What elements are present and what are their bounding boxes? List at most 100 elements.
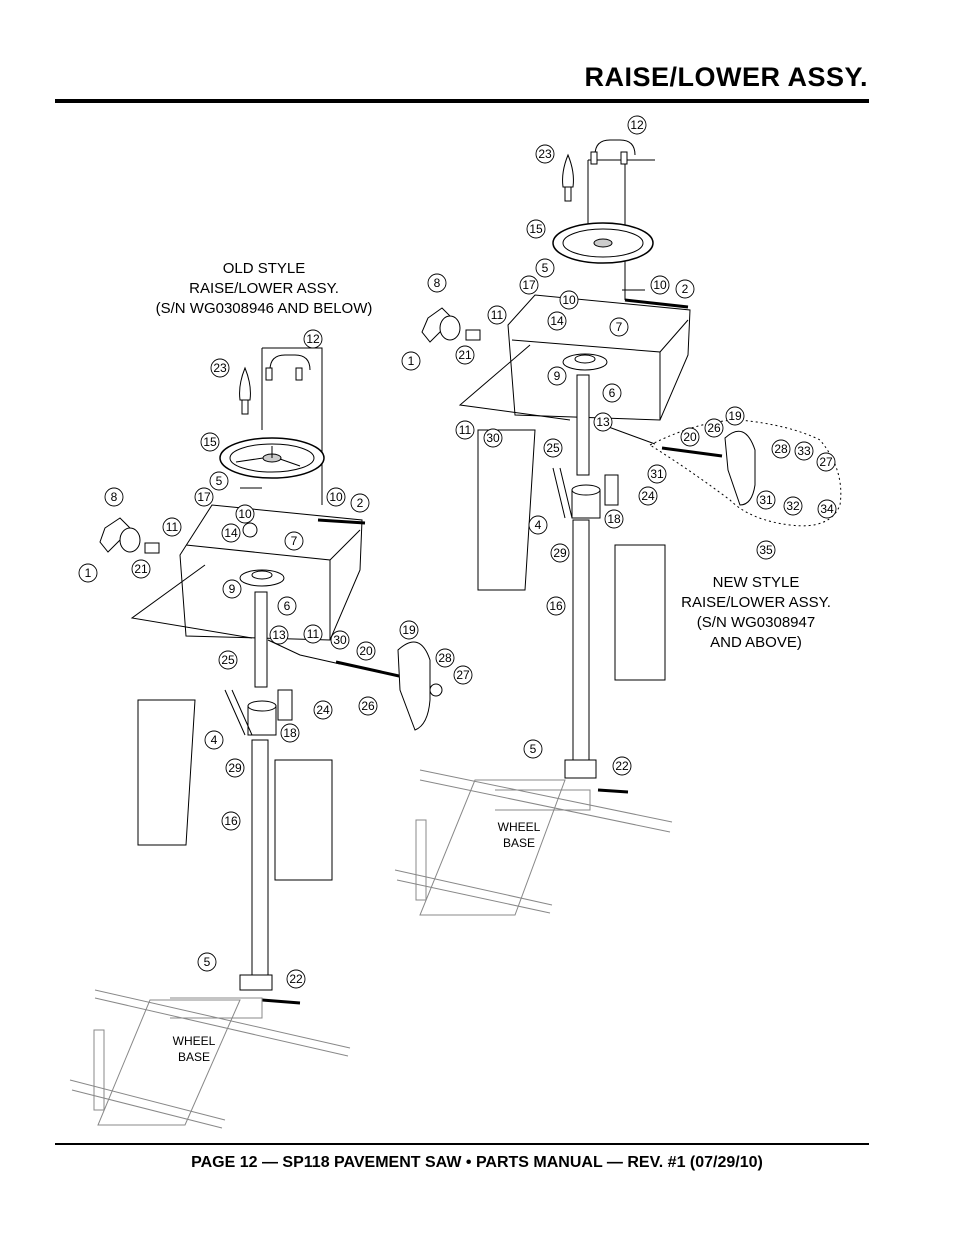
callout-new-34: 34 <box>817 499 837 519</box>
callout-new-9: 9 <box>547 366 567 386</box>
callout-old-5b: 5 <box>197 952 217 972</box>
callout-old-13: 13 <box>269 625 289 645</box>
callout-circle <box>78 563 98 583</box>
callout-circle <box>771 439 791 459</box>
callout-old-16: 16 <box>221 811 241 831</box>
callout-old-22: 22 <box>286 969 306 989</box>
callout-old-19: 19 <box>399 620 419 640</box>
callout-number: 30 <box>333 633 347 647</box>
callout-circle <box>435 648 455 668</box>
callout-circle <box>593 412 613 432</box>
callout-number: 6 <box>284 599 291 613</box>
new-tube-16 <box>572 519 590 761</box>
callout-number: 19 <box>402 623 416 637</box>
callout-number: 29 <box>228 761 242 775</box>
callout-circle <box>675 279 695 299</box>
callout-circle <box>550 543 570 563</box>
old-caption-line-3: (S/N WG0308946 AND BELOW) <box>155 300 373 317</box>
callout-number: 29 <box>553 546 567 560</box>
callout-number: 10 <box>238 507 252 521</box>
callout-new-16: 16 <box>546 596 566 616</box>
callout-old-2: 2 <box>350 493 370 513</box>
callout-number: 26 <box>361 699 375 713</box>
callout-number: 25 <box>221 653 235 667</box>
callout-new-28: 28 <box>771 439 791 459</box>
callout-new-30: 30 <box>483 428 503 448</box>
callout-old-23: 23 <box>210 358 230 378</box>
callout-circle <box>519 275 539 295</box>
callout-circle <box>604 509 624 529</box>
callout-new-20: 20 <box>680 427 700 447</box>
new-caption-line-4: AND ABOVE) <box>710 634 802 651</box>
callout-circle <box>399 620 419 640</box>
new-wheel-base <box>394 759 673 916</box>
callout-circle <box>313 700 333 720</box>
callout-number: 11 <box>491 308 504 322</box>
callout-circle <box>197 952 217 972</box>
callout-new-1: 1 <box>401 351 421 371</box>
callout-old-17: 17 <box>194 487 214 507</box>
callout-number: 32 <box>786 499 800 513</box>
callout-number: 1 <box>408 354 415 368</box>
callout-new-5a: 5 <box>535 258 555 278</box>
callout-new-7: 7 <box>609 317 629 337</box>
callout-circle <box>303 329 323 349</box>
callout-number: 24 <box>316 703 330 717</box>
callout-circle <box>816 452 836 472</box>
callout-number: 11 <box>459 423 472 437</box>
old-wheel-base-line-1: WHEEL <box>173 1034 216 1048</box>
new-crank-handle <box>724 430 756 506</box>
callout-old-12: 12 <box>303 329 323 349</box>
callout-circle <box>794 441 814 461</box>
callout-circle <box>235 504 255 524</box>
new-handle-bracket <box>594 139 636 156</box>
callout-number: 14 <box>224 526 238 540</box>
callout-number: 27 <box>456 668 470 682</box>
callout-circle <box>286 969 306 989</box>
callout-number: 22 <box>289 972 303 986</box>
callout-new-19: 19 <box>725 406 745 426</box>
callout-number: 10 <box>562 293 576 307</box>
callout-circle <box>162 517 182 537</box>
callout-number: 1 <box>85 566 92 580</box>
callout-number: 8 <box>434 276 441 290</box>
callout-circle <box>303 624 323 644</box>
callout-circle <box>225 758 245 778</box>
callout-old-7: 7 <box>284 531 304 551</box>
old-wheel-base-line-2: BASE <box>178 1050 210 1064</box>
callout-old-20: 20 <box>356 641 376 661</box>
callout-number: 7 <box>291 534 298 548</box>
callout-circle <box>194 487 214 507</box>
callout-number: 25 <box>546 441 560 455</box>
callout-number: 6 <box>609 386 616 400</box>
callout-new-8: 8 <box>427 273 447 293</box>
callout-number: 16 <box>224 814 238 828</box>
callout-old-11b: 11 <box>303 624 323 644</box>
callout-circle <box>210 358 230 378</box>
callout-number: 5 <box>530 742 537 756</box>
callout-number: 28 <box>774 442 788 456</box>
callout-number: 18 <box>283 726 297 740</box>
callout-old-29: 29 <box>225 758 245 778</box>
callout-old-9: 9 <box>222 579 242 599</box>
callout-new-24: 24 <box>638 486 658 506</box>
callout-number: 31 <box>759 493 773 507</box>
callout-number: 22 <box>615 759 629 773</box>
callout-new-21: 21 <box>455 345 475 365</box>
callout-new-6: 6 <box>602 383 622 403</box>
callout-circle <box>725 406 745 426</box>
callout-new-15: 15 <box>526 219 546 239</box>
callout-new-13: 13 <box>593 412 613 432</box>
callout-circle <box>817 499 837 519</box>
callout-circle <box>221 523 241 543</box>
callout-new-31b: 31 <box>756 490 776 510</box>
old-lock-handle <box>239 366 251 401</box>
callout-number: 15 <box>529 222 543 236</box>
footer-rule <box>55 1143 869 1145</box>
old-crank-handle <box>397 641 431 731</box>
callout-number: 4 <box>211 733 218 747</box>
callout-new-4: 4 <box>528 515 548 535</box>
new-wheel-base-label: WHEEL BASE <box>498 820 541 850</box>
callout-circle <box>284 531 304 551</box>
